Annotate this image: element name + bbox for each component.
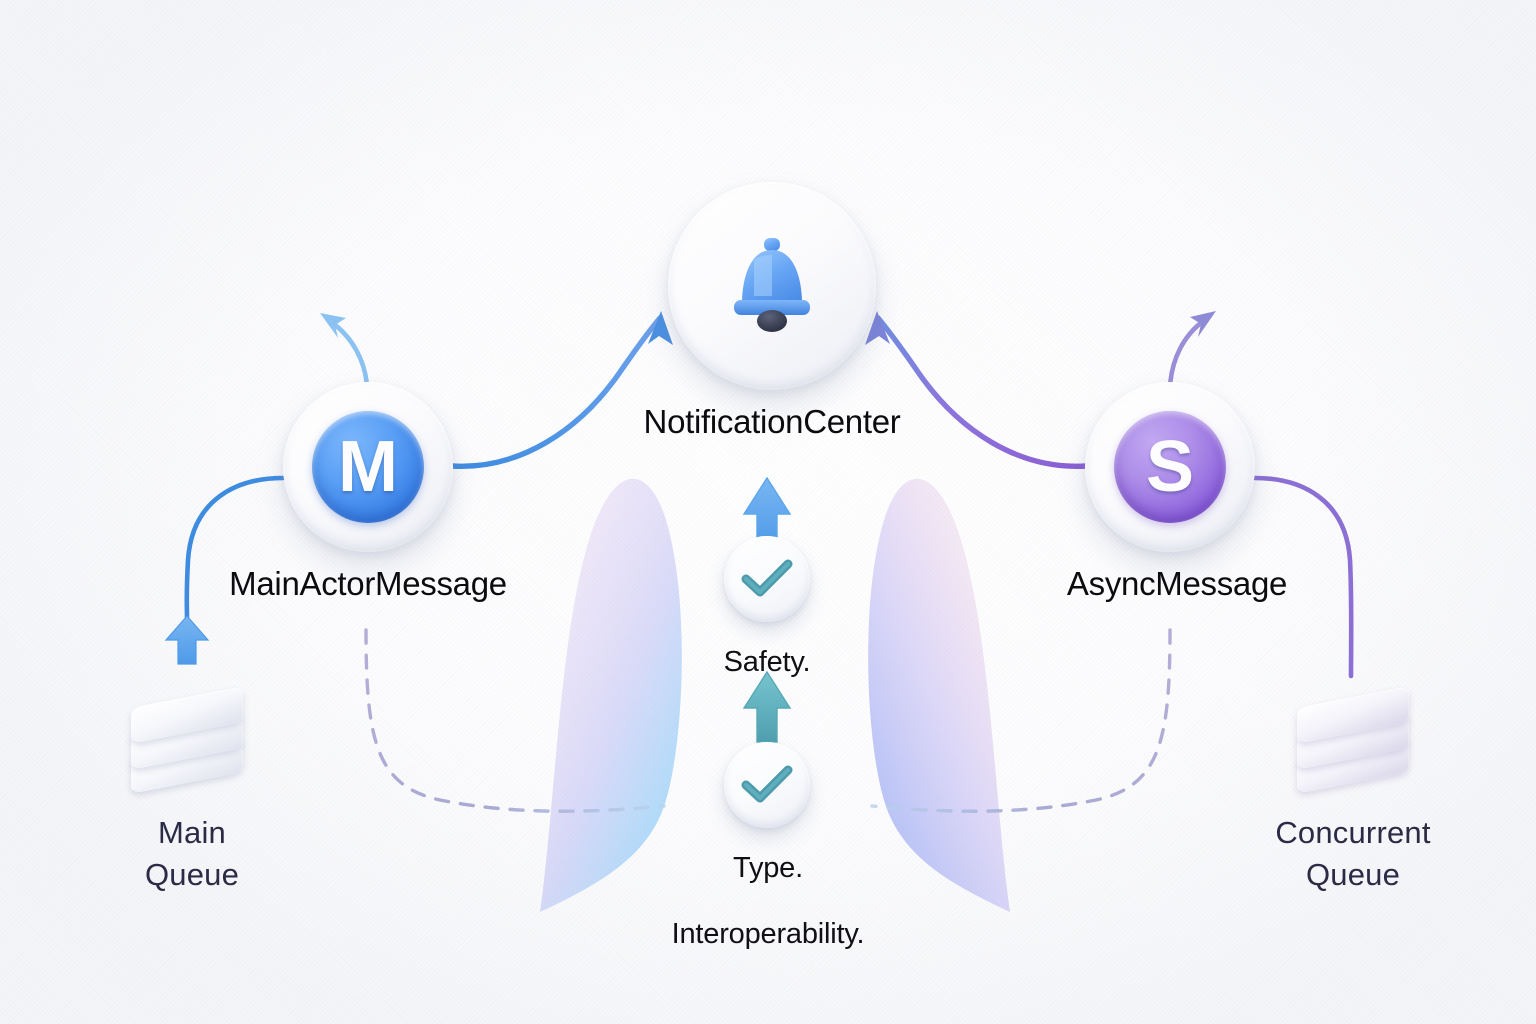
check-icon <box>741 765 793 803</box>
concurrent-queue-stack-icon[interactable] <box>1288 672 1418 794</box>
concurrent-queue-label: Concurrent Queue <box>1228 812 1478 896</box>
arrowhead-mainactor-to-center <box>648 311 673 345</box>
dashed-path-left <box>364 628 666 813</box>
label-safety: Safety. <box>723 646 811 678</box>
dashed-path-right <box>870 628 1172 813</box>
arrow-up-to-safety <box>742 670 792 743</box>
bell-icon <box>692 206 852 366</box>
check-icon <box>741 559 793 597</box>
node-notification-center[interactable] <box>668 182 876 390</box>
curve-asyncmessage-to-notificationcenter <box>875 315 1089 469</box>
curve-loop-left <box>331 321 370 389</box>
notification-center-disc <box>668 182 876 390</box>
main-queue-stack-icon[interactable] <box>122 672 252 794</box>
main-queue-label: Main Queue <box>67 812 317 896</box>
main-actor-disc: M <box>283 382 453 552</box>
concurrent-queue-label-line1: Concurrent <box>1275 815 1431 850</box>
main-actor-message-label: MainActorMessage <box>229 565 507 602</box>
main-queue-label-line2: Queue <box>144 857 240 892</box>
bell-icon-glyph <box>734 238 810 332</box>
badge-letter-m: M <box>338 427 398 507</box>
arrowhead-asyncmessage-to-center <box>865 311 890 345</box>
ribbon-right-decor <box>868 478 1010 912</box>
check-puck-safety[interactable] <box>724 536 810 622</box>
ribbon-left-decor <box>540 478 682 912</box>
node-main-actor-message[interactable]: M <box>283 382 453 552</box>
arrowhead-loop-right <box>1190 311 1216 337</box>
letter-badge-m: M <box>312 411 424 523</box>
curve-asyncmessage-to-concurrentqueue <box>1252 475 1354 679</box>
badge-letter-s: S <box>1145 427 1195 507</box>
arrowhead-loop-left <box>320 313 346 338</box>
letter-badge-s: S <box>1114 411 1226 523</box>
main-queue-label-line1: Main <box>158 815 226 850</box>
curve-mainactor-to-notificationcenter <box>449 315 663 469</box>
curve-mainactor-to-mainqueue <box>184 475 286 621</box>
concurrent-queue-label-line2: Queue <box>1305 857 1401 892</box>
curve-loop-right <box>1167 319 1205 389</box>
arrow-into-mainqueue <box>164 615 210 665</box>
node-async-message[interactable]: S <box>1085 382 1255 552</box>
label-interoperability: Interoperability. <box>671 918 865 950</box>
async-message-disc: S <box>1085 382 1255 552</box>
check-puck-type[interactable] <box>724 742 810 828</box>
async-message-label: AsyncMessage <box>1066 565 1288 602</box>
label-type: Type. <box>733 852 803 884</box>
notification-center-label: NotificationCenter <box>643 403 901 440</box>
